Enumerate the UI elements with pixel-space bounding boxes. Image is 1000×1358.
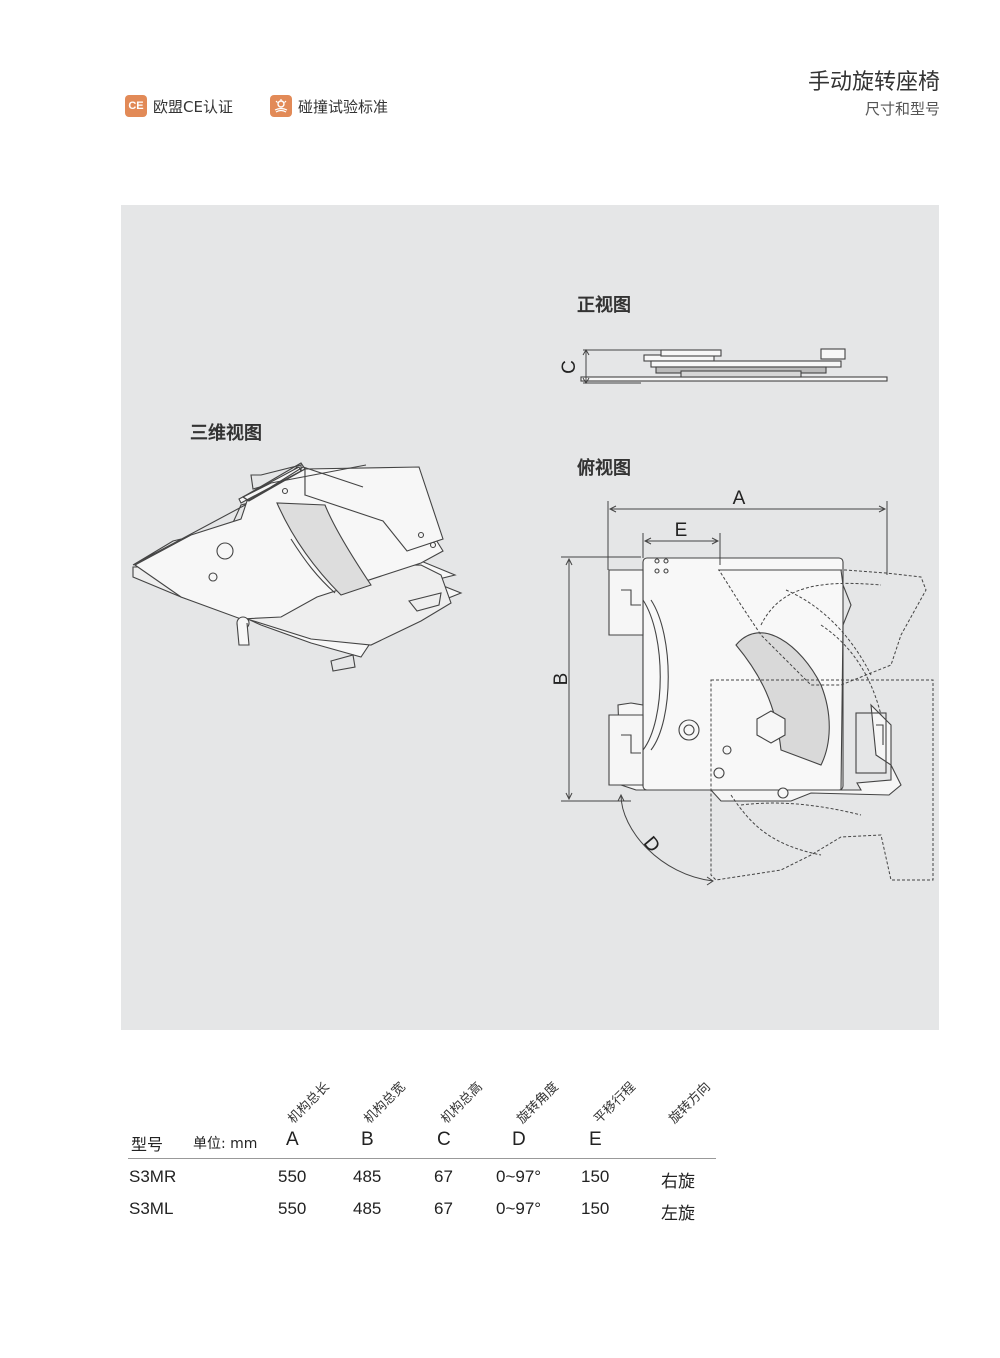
col-a: A	[286, 1129, 299, 1150]
header-direction: 旋转方向	[666, 1079, 714, 1127]
table-rule-top	[128, 1158, 716, 1159]
header-rotation-angle: 旋转角度	[514, 1079, 562, 1127]
dim-label-a: A	[733, 488, 746, 509]
cell-c: 67	[434, 1199, 453, 1218]
cell-a: 550	[278, 1199, 307, 1218]
header-total-length: 机构总长	[285, 1079, 333, 1127]
dim-label-d: D	[639, 833, 664, 857]
header-total-width: 机构总宽	[361, 1079, 409, 1127]
col-b: B	[361, 1129, 374, 1150]
top-view-drawing	[608, 557, 902, 802]
page-subtitle: 尺寸和型号	[864, 100, 940, 118]
cert-ce: CE 欧盟CE认证	[125, 95, 233, 117]
dim-lines-top	[561, 501, 888, 886]
header-model: 型号	[131, 1135, 164, 1154]
col-e: E	[589, 1129, 602, 1150]
cell-a: 550	[278, 1167, 307, 1186]
cell-c: 67	[434, 1167, 453, 1186]
page-title: 手动旋转座椅	[807, 70, 940, 95]
iso-view-drawing	[132, 462, 463, 672]
front-view-drawing	[580, 348, 888, 382]
label-front-view: 正视图	[577, 295, 631, 316]
crash-test-icon	[270, 95, 292, 117]
cell-e: 150	[581, 1167, 610, 1186]
cell-direction: 右旋	[661, 1172, 695, 1192]
drawing-panel: 三维视图 正视图 俯视图	[121, 205, 939, 1030]
label-3d-view: 三维视图	[190, 423, 262, 444]
dim-label-e: E	[675, 520, 688, 541]
cell-d: 0~97°	[496, 1199, 542, 1218]
header-travel: 平移行程	[591, 1079, 639, 1127]
cell-b: 485	[353, 1167, 382, 1186]
ce-mark-icon: CE	[125, 95, 147, 117]
cell-b: 485	[353, 1199, 382, 1218]
unit-label: 单位: mm	[193, 1136, 258, 1152]
label-top-view: 俯视图	[577, 458, 631, 479]
technical-drawing: C A E B D	[132, 348, 934, 886]
cell-model: S3MR	[129, 1167, 177, 1186]
cert-crash: 碰撞试验标准	[270, 95, 388, 117]
cell-model: S3ML	[129, 1199, 174, 1218]
cell-direction: 左旋	[661, 1204, 695, 1224]
cert-crash-label: 碰撞试验标准	[298, 97, 389, 116]
dim-c-lines	[582, 349, 661, 384]
rotated-outline-dashed	[710, 569, 934, 881]
cell-d: 0~97°	[496, 1167, 542, 1186]
dim-label-b: B	[551, 673, 572, 686]
col-c: C	[437, 1129, 451, 1150]
col-d: D	[512, 1129, 526, 1150]
header-total-height: 机构总高	[438, 1079, 486, 1127]
cell-e: 150	[581, 1199, 610, 1218]
dim-label-c: C	[559, 360, 580, 374]
cert-ce-label: 欧盟CE认证	[153, 97, 233, 116]
